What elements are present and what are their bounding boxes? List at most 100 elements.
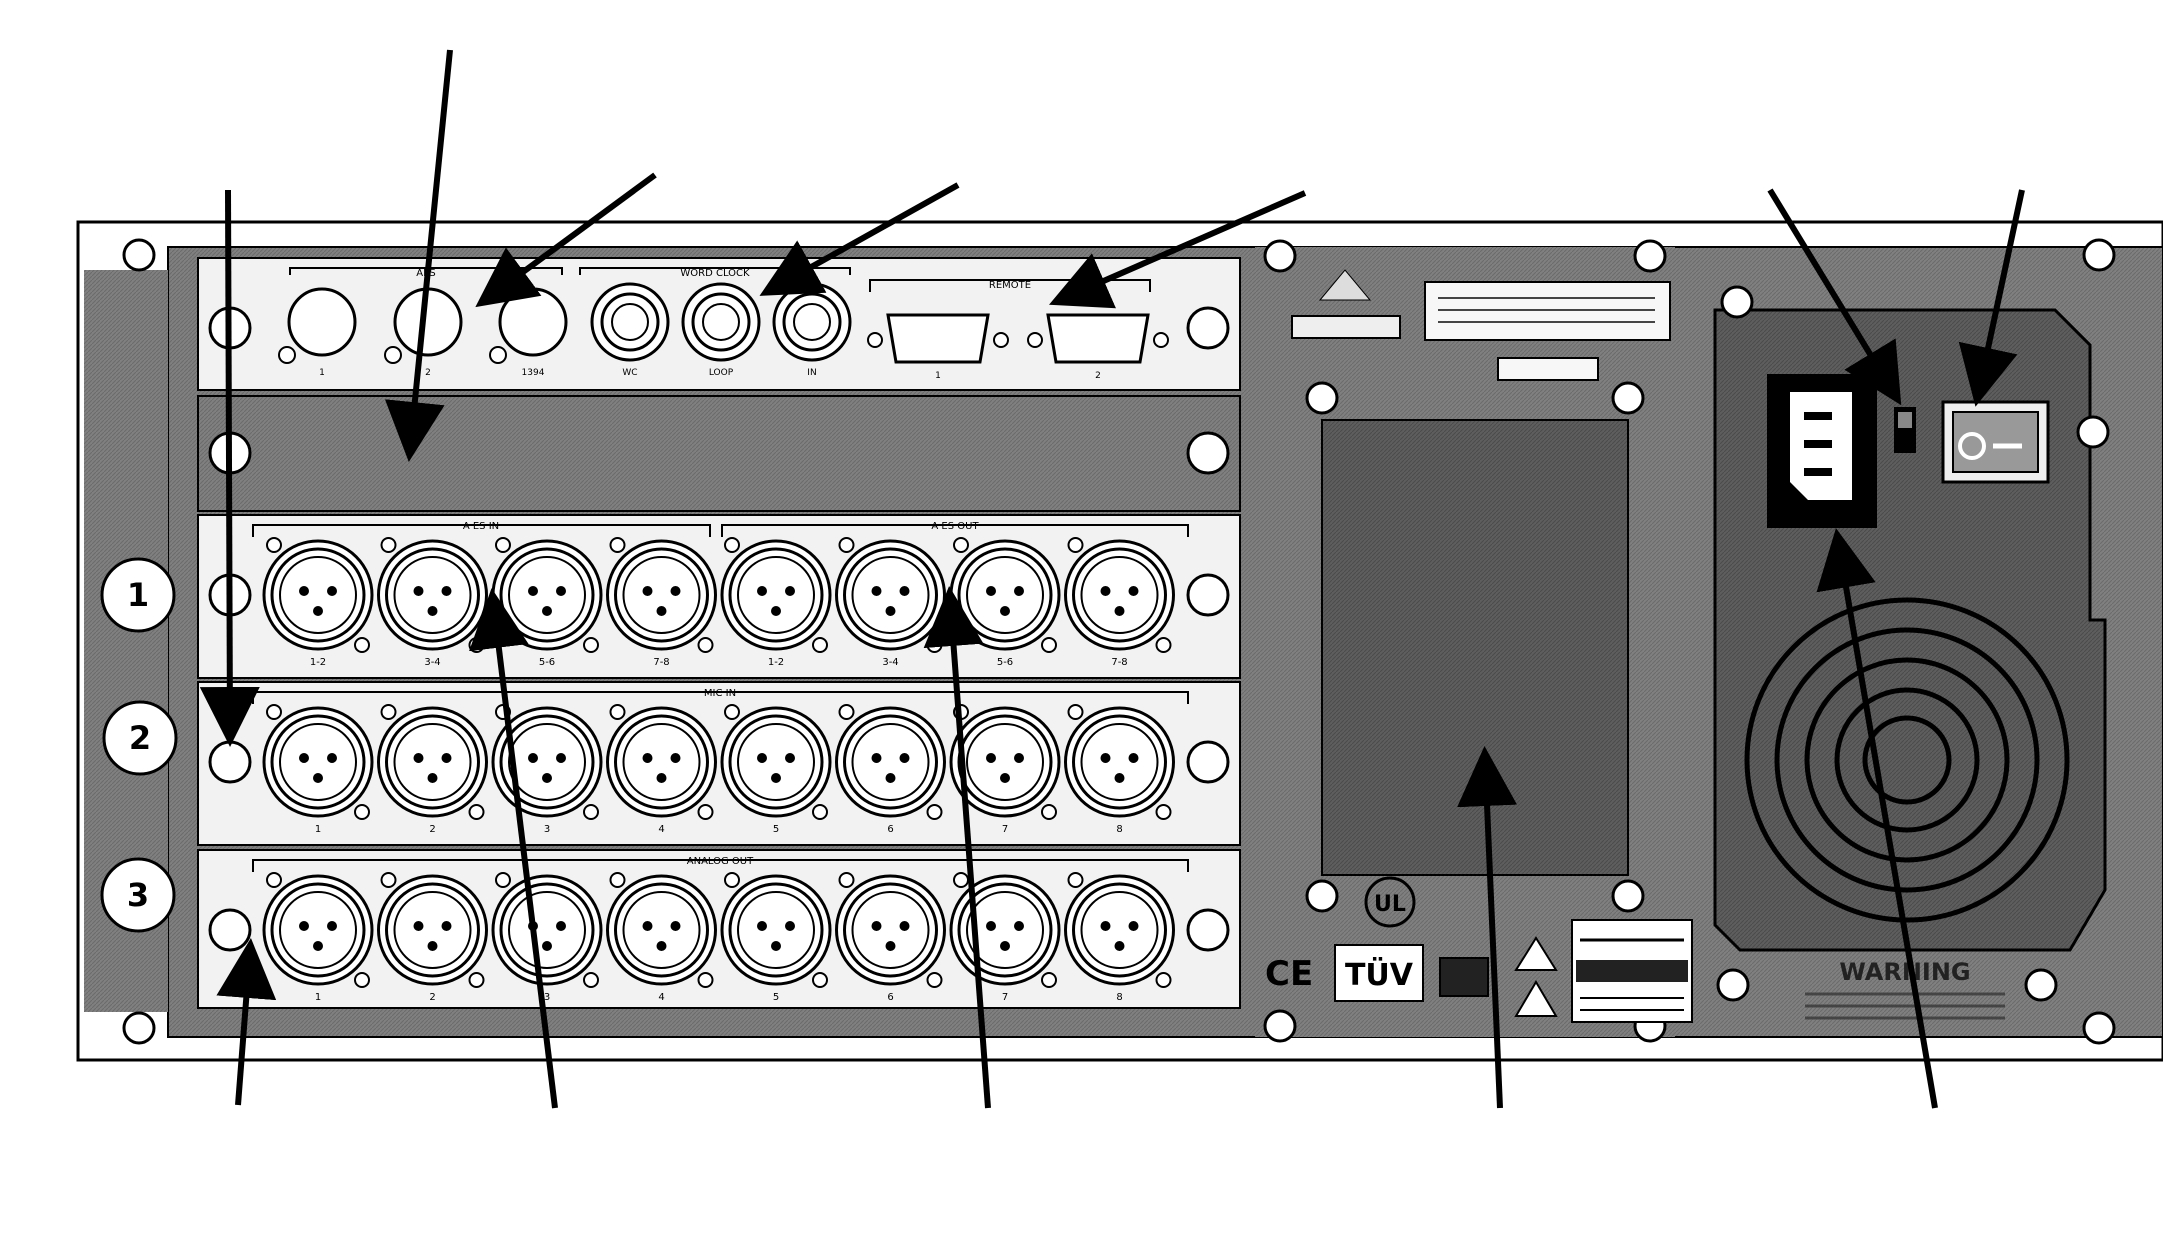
xlr-connector [949, 872, 1061, 988]
xlr-jack-label: 4 [658, 992, 664, 1003]
xlr-jack-label: 1 [315, 992, 321, 1003]
slot-marker-3 [100, 857, 176, 933]
callout-arrow-aes-out [923, 586, 991, 1109]
xlr-jack-label: 3-4 [424, 657, 440, 668]
tuv-logo: TÜV [1345, 956, 1414, 993]
xlr-connector [377, 704, 488, 820]
xlr-connector [949, 704, 1061, 820]
bnc-label-3: 1394 [522, 368, 545, 378]
power-panel: WARNING [1713, 285, 2110, 1020]
callout-arrow-aes-bnc [475, 172, 657, 308]
word-clock-group-label: WORD CLOCK [680, 268, 750, 279]
xlr-connector [949, 537, 1061, 653]
module-screw-left [208, 908, 252, 952]
xlr-jack-label: 6 [887, 992, 893, 1003]
xlr-jack-label: 5-6 [539, 657, 555, 668]
module-screw-right [1186, 573, 1230, 617]
callout-arrow-blank-plate [384, 49, 453, 462]
xlr-row-header: ANALOG OUT [687, 856, 754, 867]
xlr-jack-label: 1 [315, 824, 321, 835]
wc-label-1: WC [622, 368, 637, 378]
xlr-row-header: A ES OUT [931, 521, 979, 532]
callout-arrow-voltage-selector [1767, 188, 1902, 406]
slot-marker-1 [100, 557, 176, 633]
callout-arrow-bottom-screw [216, 938, 277, 1106]
top-io-module: AES WORD CLOCK REMOTE 1 2 1394 WC LOO [197, 257, 1241, 391]
xlr-connector [835, 704, 946, 820]
xlr-connector [491, 537, 603, 653]
xlr-jack-label: 5 [773, 824, 779, 835]
xlr-jack-label: 7-8 [1111, 657, 1127, 668]
xlr-jack-label: 1-2 [768, 657, 784, 668]
xlr-connector [835, 537, 946, 653]
xlr-connector [1064, 704, 1175, 820]
xlr-jack-label: 5-6 [997, 657, 1013, 668]
ul-mark: UL [1374, 892, 1406, 917]
xlr-row-header: A ES IN [463, 521, 499, 532]
xlr-connector [491, 872, 603, 988]
slot-number-markers: 1 2 3 [100, 557, 178, 933]
slot-label-1: 1 [127, 576, 149, 614]
xlr-connector [1064, 537, 1175, 653]
remote-label-1: 1 [935, 371, 941, 381]
callout-arrow-remote [1049, 190, 1307, 309]
bnc-label-1: 1 [319, 368, 325, 378]
xlr-connector [606, 872, 717, 988]
callout-arrow-word-clock [759, 182, 960, 296]
xlr-jack-label: 2 [429, 992, 435, 1003]
xlr-jack-label: 7 [1002, 992, 1008, 1003]
xlr-connector [606, 537, 717, 653]
callout-arrows [199, 49, 2025, 1109]
xlr-connector [606, 704, 717, 820]
xlr-connector [720, 704, 832, 820]
xlr-jack-label: 8 [1116, 992, 1122, 1003]
xlr-row-1: A ES IN A ES OUT 1-2 3-4 5-6 7-8 1-2 3-4 5-6 7-8 [197, 514, 1241, 679]
xlr-connector [262, 872, 374, 988]
xlr-jack-label: 8 [1116, 824, 1122, 835]
xlr-jack-label: 6 [887, 824, 893, 835]
callout-arrow-slot-screw [199, 189, 260, 747]
callout-arrow-aes-in [469, 588, 558, 1109]
callout-arrow-iec-inlet [1816, 528, 1938, 1109]
xlr-connector [1064, 872, 1175, 988]
slot-marker-2 [102, 700, 178, 776]
xlr-row-header: MIC IN [704, 688, 736, 699]
xlr-jack-label: 2 [429, 824, 435, 835]
xlr-connector [720, 537, 832, 653]
ce-logo: CE [1265, 954, 1313, 994]
center-panel: UL CE TÜV [1255, 239, 1693, 1043]
module-screw-left [208, 740, 252, 784]
xlr-jack-label: 1-2 [310, 657, 326, 668]
bnc-label-2: 2 [425, 368, 431, 378]
xlr-module-rows: A ES IN A ES OUT 1-2 3-4 5-6 7-8 1-2 3-4 5-6 7-8M… [197, 514, 1241, 1009]
xlr-jack-label: 3 [544, 992, 550, 1003]
xlr-jack-label: 4 [658, 824, 664, 835]
warning-title: WARNING [1839, 958, 1970, 986]
slot-label-3: 3 [127, 876, 149, 914]
remote-label-2: 2 [1095, 371, 1101, 381]
xlr-connector [262, 704, 374, 820]
module-screw-right [1186, 740, 1230, 784]
rack-mount-holes [122, 238, 2116, 1045]
xlr-jack-label: 7 [1002, 824, 1008, 835]
xlr-jack-label: 3-4 [882, 657, 898, 668]
xlr-connector [491, 704, 603, 820]
fan-grille [1744, 597, 2070, 923]
word-clock-connectors [590, 282, 852, 362]
xlr-connector [377, 537, 488, 653]
remote-dsub-connectors [867, 313, 1169, 364]
callout-arrow-recessed-panel [1457, 746, 1518, 1109]
xlr-connector [720, 872, 832, 988]
blank-module-plate [197, 395, 1241, 512]
xlr-row-2: MIC IN 1 2 3 4 5 6 7 8 [197, 681, 1241, 846]
xlr-jack-label: 7-8 [653, 657, 669, 668]
xlr-connector [377, 872, 488, 988]
wc-label-2: LOOP [709, 368, 734, 378]
xlr-jack-label: 3 [544, 824, 550, 835]
xlr-connector [262, 537, 374, 653]
callout-arrow-power-switch [1958, 189, 2025, 407]
remote-group-label: REMOTE [989, 280, 1031, 291]
aes-bnc-connectors [278, 287, 568, 364]
